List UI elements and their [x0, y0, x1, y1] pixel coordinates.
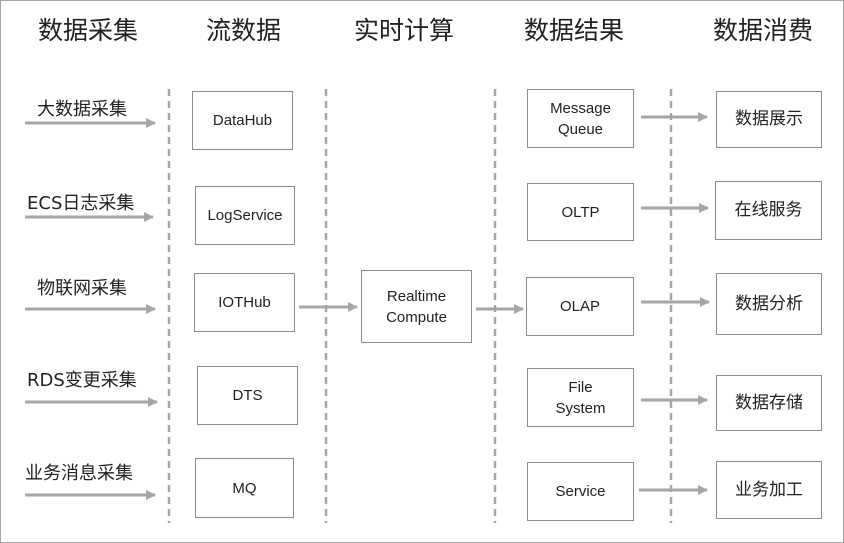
- stream-label-dts: DTS: [232, 387, 263, 404]
- stream-label-logservice: LogService: [207, 207, 283, 224]
- consumer-box-data-storage: 数据存储: [716, 375, 822, 431]
- header-stream-data: 流数据: [205, 16, 281, 45]
- consumer-label-business-processing: 业务加工: [735, 479, 803, 500]
- result-box-service: Service: [527, 462, 634, 521]
- stream-label-datahub: DataHub: [212, 112, 273, 129]
- source-label-ecs-log: ECS日志采集: [27, 193, 135, 214]
- header-data-collection: 数据采集: [37, 16, 138, 45]
- stream-box-dts: DTS: [197, 366, 298, 425]
- header-realtime-compute: 实时计算: [353, 16, 454, 45]
- stream-box-logservice: LogService: [195, 186, 295, 245]
- consumer-label-data-storage: 数据存储: [735, 392, 803, 413]
- result-box-oltp: OLTP: [527, 183, 634, 241]
- compute-label-line1: Realtime: [386, 287, 447, 305]
- consumer-box-data-analysis: 数据分析: [716, 273, 822, 335]
- header-data-consumption: 数据消费: [712, 16, 813, 45]
- compute-label-line2: Compute: [386, 308, 447, 326]
- result-label-mq-line2: Queue: [557, 120, 604, 138]
- stream-label-mq: MQ: [232, 479, 257, 497]
- consumer-box-online-service: 在线服务: [715, 181, 822, 240]
- consumer-label-data-analysis: 数据分析: [735, 293, 803, 314]
- consumer-box-business-processing: 业务加工: [716, 461, 822, 519]
- result-box-file-system: File System: [527, 368, 634, 427]
- stream-box-mq: MQ: [195, 458, 294, 518]
- result-label-olap: OLAP: [559, 298, 601, 315]
- consumer-label-online-service: 在线服务: [734, 200, 803, 220]
- result-label-service: Service: [555, 483, 606, 500]
- compute-box-realtime-compute: Realtime Compute: [361, 270, 472, 343]
- result-label-oltp: OLTP: [561, 203, 600, 221]
- stream-label-iothub: IOTHub: [218, 294, 271, 311]
- source-label-iot: 物联网采集: [37, 278, 127, 299]
- source-label-bigdata: 大数据采集: [37, 99, 127, 120]
- result-label-mq-line1: Message: [550, 99, 611, 117]
- result-box-message-queue: Message Queue: [527, 89, 634, 148]
- result-label-fs-line2: System: [555, 399, 606, 417]
- result-label-fs-line1: File: [568, 378, 593, 396]
- source-label-rds: RDS变更采集: [27, 370, 137, 391]
- stream-box-iothub: IOTHub: [194, 273, 295, 332]
- source-label-business-msg: 业务消息采集: [25, 463, 133, 484]
- consumer-label-data-display: 数据展示: [735, 109, 803, 129]
- header-data-result: 数据结果: [523, 16, 624, 45]
- result-box-olap: OLAP: [526, 277, 634, 336]
- stream-box-datahub: DataHub: [192, 91, 293, 150]
- consumer-box-data-display: 数据展示: [716, 91, 822, 148]
